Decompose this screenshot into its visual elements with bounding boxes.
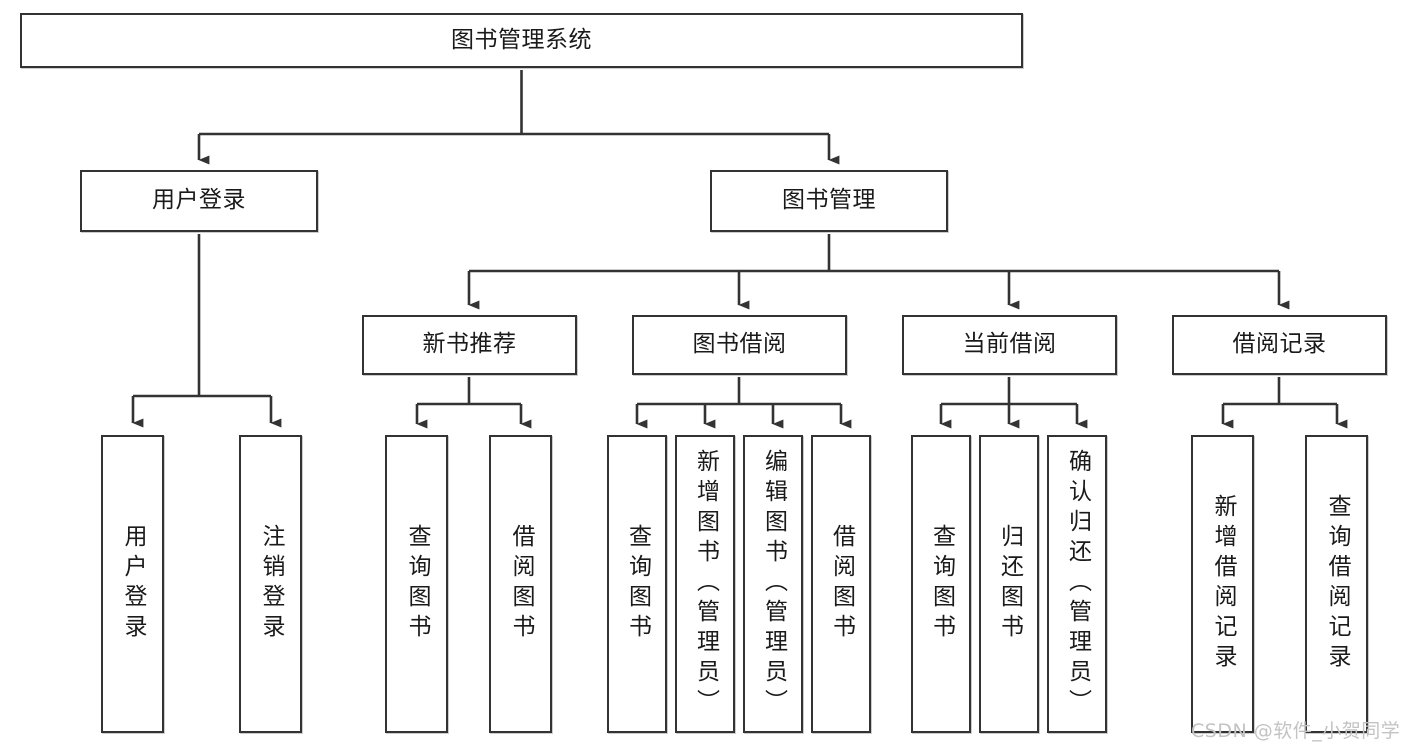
leaf-logout[interactable]: 注销登录 (239, 435, 302, 733)
node-label: 借阅图书 (508, 524, 534, 644)
leaf-query-book-current[interactable]: 查询图书 (911, 435, 971, 733)
node-root-book-management-system[interactable]: 图书管理系统 (20, 13, 1023, 68)
node-label: 用户登录 (152, 187, 246, 214)
node-label: 图书借阅 (692, 331, 787, 358)
leaf-add-borrow-record[interactable]: 新增借阅记录 (1191, 435, 1254, 733)
node-label: 新增图书（管理员） (692, 449, 719, 719)
node-label: 注销登录 (258, 524, 284, 644)
node-label: 查询图书 (624, 524, 651, 644)
node-book-borrow[interactable]: 图书借阅 (632, 315, 847, 375)
node-label: 图书管理系统 (451, 26, 592, 53)
node-label: 确认归还（管理员） (1064, 449, 1091, 719)
node-label: 新增借阅记录 (1210, 494, 1236, 674)
node-label: 查询图书 (928, 524, 955, 644)
node-label: 归还图书 (996, 524, 1023, 644)
leaf-borrow-book[interactable]: 借阅图书 (811, 435, 871, 733)
leaf-query-borrow-record[interactable]: 查询借阅记录 (1305, 435, 1368, 733)
node-label: 查询图书 (404, 524, 430, 644)
node-label: 编辑图书（管理员） (760, 449, 787, 719)
node-label: 新书推荐 (422, 331, 517, 358)
node-label: 借阅图书 (828, 524, 855, 644)
node-book-management[interactable]: 图书管理 (710, 170, 948, 232)
node-user-login[interactable]: 用户登录 (80, 170, 318, 232)
node-label: 图书管理 (782, 187, 876, 214)
leaf-user-login[interactable]: 用户登录 (101, 435, 164, 733)
leaf-return-book[interactable]: 归还图书 (979, 435, 1039, 733)
leaf-edit-book-admin[interactable]: 编辑图书（管理员） (743, 435, 803, 733)
leaf-query-book-new-recommend[interactable]: 查询图书 (385, 435, 448, 733)
leaf-query-book-borrow[interactable]: 查询图书 (607, 435, 667, 733)
csdn-watermark: CSDN @软件_小贺同学 (1191, 720, 1401, 742)
node-new-book-recommendation[interactable]: 新书推荐 (362, 315, 577, 375)
leaf-borrow-book-new-recommend[interactable]: 借阅图书 (489, 435, 552, 733)
node-label: 查询借阅记录 (1324, 494, 1350, 674)
node-label: 当前借阅 (962, 331, 1057, 358)
node-borrow-record[interactable]: 借阅记录 (1172, 315, 1387, 375)
node-label: 借阅记录 (1232, 331, 1327, 358)
leaf-confirm-return-admin[interactable]: 确认归还（管理员） (1047, 435, 1107, 733)
node-label: 用户登录 (120, 524, 146, 644)
leaf-add-book-admin[interactable]: 新增图书（管理员） (675, 435, 735, 733)
node-current-borrow[interactable]: 当前借阅 (902, 315, 1117, 375)
